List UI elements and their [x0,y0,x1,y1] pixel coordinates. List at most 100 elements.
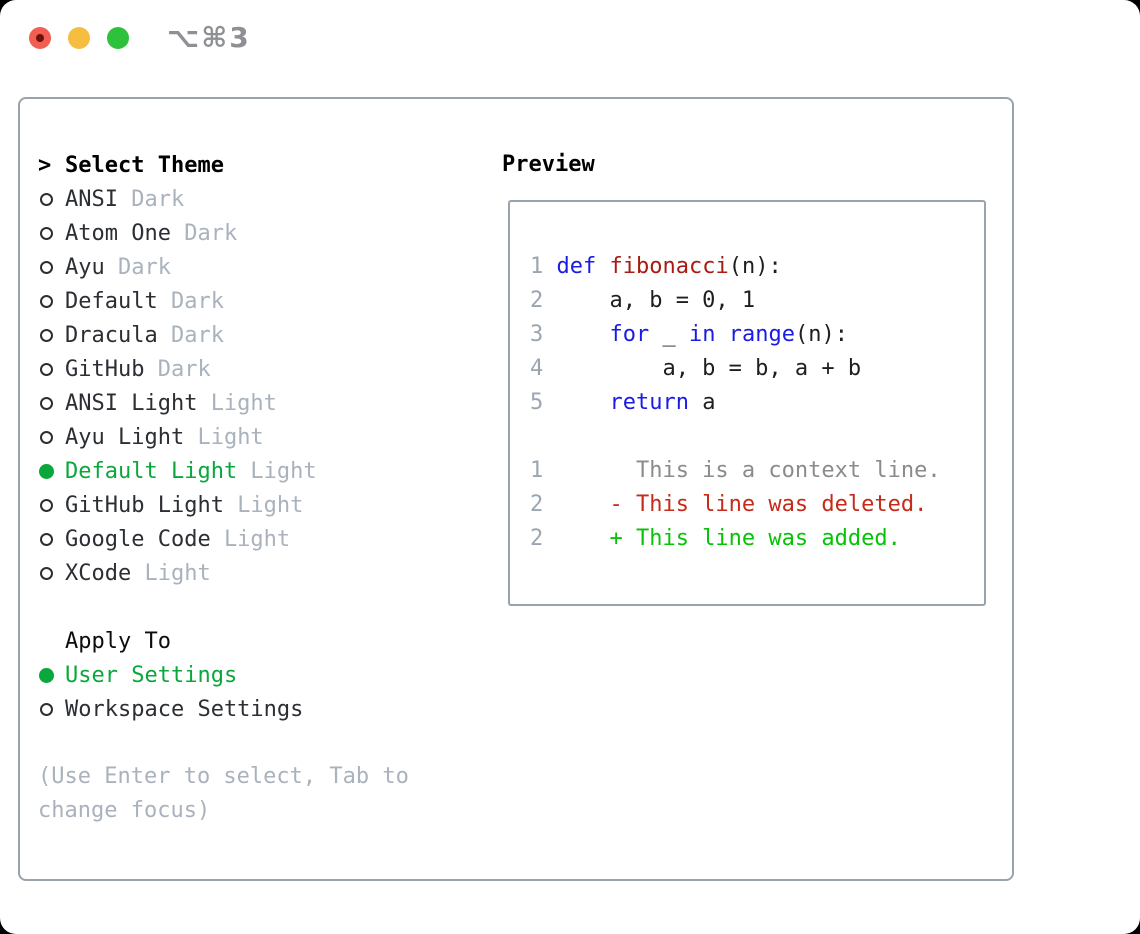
spacer [38,726,409,760]
line-number: 1 [530,254,544,279]
radio-selected-icon [39,463,54,479]
minimize-button[interactable] [68,27,90,49]
code-token: range [728,322,795,347]
option-label: GitHub Light [65,492,224,518]
radio-icon [40,294,53,308]
preview-line: 5 return a [530,386,984,420]
theme-variant-label: Dark [170,288,224,314]
line-number: 2 [530,526,544,551]
close-button[interactable] [29,27,51,49]
radio-icon [40,396,53,410]
theme-option-default-light[interactable]: Default Light Light [38,454,409,488]
code-token: (n): [728,254,782,279]
radio-icon [40,702,53,716]
theme-variant-label: Light [144,560,211,586]
close-dot-icon [36,34,44,42]
code-token: - This line was deleted. [556,492,928,517]
code-token: _ [649,322,689,347]
titlebar [29,27,129,49]
theme-option-google-code[interactable]: Google Code Light [38,522,409,556]
option-label: Ayu Light [65,424,185,450]
theme-variant-label: Light [250,458,317,484]
option-label: XCode [65,560,132,586]
option-label: User Settings [65,662,238,688]
preview-line: 2 a, b = 0, 1 [530,284,984,318]
line-number: 2 [530,492,544,517]
apply-to-header: Apply To [38,624,409,658]
apply-to-title: Apply To [65,628,171,654]
preview-line: 2 - This line was deleted. [530,488,984,522]
select-theme-header: > Select Theme [38,148,409,182]
preview-line: 2 + This line was added. [530,522,984,556]
code-token: This is a context line. [556,458,941,483]
radio-icon [40,498,53,512]
theme-variant-label: Dark [157,356,211,382]
option-label: ANSI [65,186,118,212]
code-token [556,322,609,347]
preview-line [530,420,984,454]
theme-option-ansi-light[interactable]: ANSI Light Light [38,386,409,420]
preview-line: 1 This is a context line. [530,454,984,488]
radio-icon [40,192,53,206]
line-number: 5 [530,390,544,415]
cursor-icon: > [38,152,52,178]
theme-variant-label: Light [237,492,304,518]
line-number: 4 [530,356,544,381]
preview-title: Preview [502,152,595,177]
code-token [556,390,609,415]
theme-variant-label: Light [210,390,277,416]
radio-icon [40,430,53,444]
code-token: (n): [794,322,848,347]
code-token [715,322,728,347]
radio-icon [40,226,53,240]
window-shortcut-label: ⌥⌘3 [167,21,251,54]
radio-icon [40,260,53,274]
theme-option-ayu-light[interactable]: Ayu Light Light [38,420,409,454]
theme-variant-label: Light [197,424,264,450]
spacer [38,590,409,624]
select-theme-title: Select Theme [65,152,224,178]
radio-icon [40,566,53,580]
radio-selected-icon [39,667,54,683]
preview-line: 4 a, b = b, a + b [530,352,984,386]
code-token: fibonacci [609,254,729,279]
option-label: ANSI Light [65,390,198,416]
theme-option-default[interactable]: Default Dark [38,284,409,318]
option-label: Google Code [65,526,211,552]
theme-option-github-light[interactable]: GitHub Light Light [38,488,409,522]
code-token: a [688,390,716,415]
apply-option-user-settings[interactable]: User Settings [38,658,409,692]
code-token [596,254,609,279]
option-label: Atom One [65,220,171,246]
theme-option-ansi[interactable]: ANSI Dark [38,182,409,216]
option-label: Default [65,288,158,314]
option-label: Default Light [65,458,238,484]
zoom-button[interactable] [107,27,129,49]
radio-icon [40,362,53,376]
theme-option-xcode[interactable]: XCode Light [38,556,409,590]
preview-line: 1 def fibonacci(n): [530,250,984,284]
option-label: GitHub [65,356,145,382]
theme-variant-label: Dark [131,186,185,212]
radio-icon [40,328,53,342]
radio-icon [40,532,53,546]
theme-variant-label: Dark [170,322,224,348]
code-token: def [556,254,597,279]
code-token: return [609,390,689,415]
line-number: 3 [530,322,544,347]
apply-option-workspace-settings[interactable]: Workspace Settings [38,692,409,726]
code-token: for [609,322,650,347]
line-number: 1 [530,458,544,483]
theme-option-github[interactable]: GitHub Dark [38,352,409,386]
theme-variant-label: Light [223,526,291,552]
code-token: a, b = b, a + b [556,356,862,381]
hint-line-2: change focus) [38,798,211,823]
